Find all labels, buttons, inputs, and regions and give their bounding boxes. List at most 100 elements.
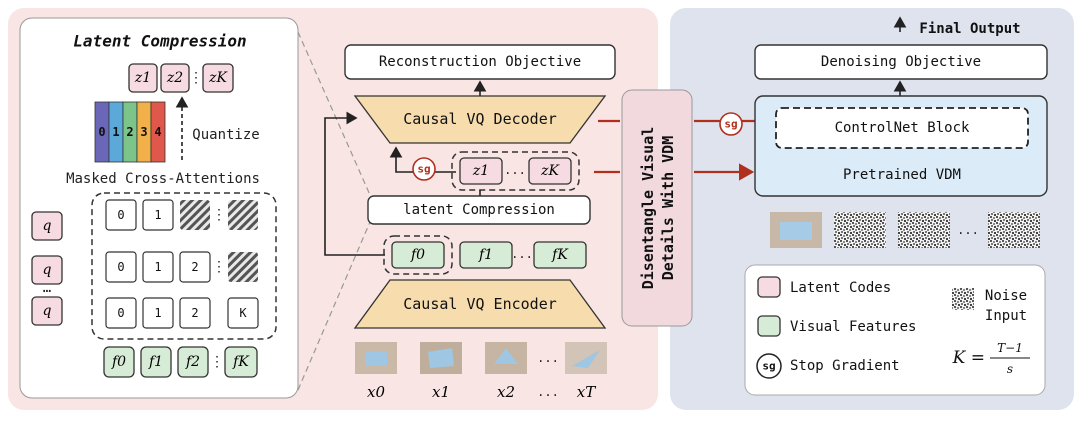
query-token-1 <box>31 211 63 241</box>
paper-sheet-x1 <box>428 348 454 368</box>
causal-vq-decoder <box>353 95 607 144</box>
codebook-entry-4 <box>150 101 166 163</box>
controlnet-block <box>775 107 1029 149</box>
mask-row-ellipsis: ⋮ <box>212 207 226 223</box>
formula-lhs: K = <box>952 348 985 368</box>
codebook-digit-0: 0 <box>98 125 105 139</box>
zoom-line-bottom <box>297 221 371 391</box>
legend-stop-gradient-icon <box>756 353 782 379</box>
center-fk-text: fK <box>551 247 569 263</box>
center-zk-token <box>528 157 572 185</box>
mask-cell <box>142 297 174 329</box>
masked-cross-attentions-label: Masked Cross-Attentions <box>66 171 260 187</box>
ellipsis-z: ⋮ <box>189 70 203 86</box>
z2-text: z2 <box>166 70 183 86</box>
disentangle-box <box>621 89 693 327</box>
noise-frame-3 <box>988 212 1040 248</box>
formula-denominator: s <box>1007 362 1013 376</box>
encoder-label: Causal VQ Encoder <box>403 295 557 313</box>
skip-connection-arrow <box>324 111 385 256</box>
disentangle-label-line2: Details With VDM <box>659 136 677 281</box>
frame-x0-label: x0 <box>367 383 385 401</box>
f0-text: f0 <box>111 354 126 370</box>
legend-stop-gradient-label: Stop Gradient <box>790 358 900 374</box>
center-fk-token <box>533 241 587 269</box>
ellipsis-f-left: ⋮ <box>210 354 224 370</box>
decoder-label: Causal VQ Decoder <box>403 110 557 128</box>
reconstruction-objective-box <box>344 44 616 80</box>
pretrained-vdm-label: Pretrained VDM <box>843 167 961 183</box>
mask-cell-label: 2 <box>191 306 198 320</box>
fk-text: fK <box>232 354 250 370</box>
query-token-3 <box>31 296 63 326</box>
z1-text: z1 <box>134 70 151 86</box>
mask-cell <box>179 251 211 283</box>
f0-token <box>103 346 135 378</box>
mask-cell <box>142 199 174 231</box>
codebook-digit-1: 1 <box>112 125 119 139</box>
f2-text: f2 <box>185 354 200 370</box>
mask-cell <box>227 297 259 329</box>
legend-visual-features-swatch <box>757 315 781 337</box>
controlnet-label: ControlNet Block <box>835 120 970 136</box>
codebook-digit-3: 3 <box>140 125 147 139</box>
legend-noise-line1: Noise <box>985 288 1027 304</box>
sg-to-decoder-arrow <box>389 146 456 173</box>
paper-plane-xT <box>572 350 600 368</box>
zk-text: zK <box>208 70 228 86</box>
ellipsis-center-f: ... <box>511 247 533 261</box>
center-z1-token <box>459 157 503 185</box>
masked-cell <box>228 200 258 230</box>
f1-token <box>140 346 172 378</box>
legend-noise-swatch <box>952 288 974 310</box>
mask-cell <box>142 251 174 283</box>
causal-vq-encoder <box>353 279 607 329</box>
center-f1-token <box>459 241 513 269</box>
f2-token <box>177 346 209 378</box>
center-zk-text: zK <box>540 163 560 179</box>
ellipsis-q: … <box>43 280 51 296</box>
legend-noise-line2: Input <box>985 308 1027 324</box>
latent-codes-group <box>451 151 580 191</box>
reconstruction-objective-label: Reconstruction Objective <box>379 54 581 70</box>
center-f0-text: f0 <box>410 247 425 263</box>
ellipsis-frame-labels: ... <box>537 385 559 399</box>
mask-cell <box>105 199 137 231</box>
noise-frame-1 <box>834 212 886 248</box>
mask-cell-label: K <box>239 306 247 320</box>
denoising-objective-box <box>754 44 1048 80</box>
mask-cell-label: 1 <box>154 208 161 222</box>
latent-compression-box-label: latent Compression <box>403 202 555 218</box>
codebook-digit-2: 2 <box>126 125 133 139</box>
masked-cell <box>180 200 210 230</box>
mask-cell <box>105 297 137 329</box>
ellipsis-center-z: ... <box>504 163 526 177</box>
center-z1-text: z1 <box>472 163 489 179</box>
z2-token <box>160 63 190 93</box>
legend-latent-codes-swatch <box>757 276 781 298</box>
final-output-label: Final Output <box>919 21 1020 37</box>
right-stop-gradient-icon <box>719 112 743 136</box>
query-token-2 <box>31 255 63 285</box>
stop-gradient-text: sg <box>417 163 430 176</box>
right-stop-gradient-text: sg <box>724 118 737 131</box>
center-f0-token <box>391 241 445 269</box>
mask-cell-label: 1 <box>154 306 161 320</box>
latent-compression-title: Latent Compression <box>73 32 246 51</box>
input-frames <box>355 342 607 374</box>
f0-group <box>383 235 453 275</box>
mask-cell-label: 0 <box>117 208 124 222</box>
legend-visual-features-label: Visual Features <box>790 319 916 335</box>
legend-latent-codes-label: Latent Codes <box>790 280 891 296</box>
stop-gradient-icon <box>412 157 436 181</box>
query-text-3: q <box>43 303 52 319</box>
fk-token <box>224 346 258 378</box>
mask-cell <box>179 297 211 329</box>
masked-cell <box>228 252 258 282</box>
paper-sheet-x2 <box>494 348 518 364</box>
mask-cell <box>105 251 137 283</box>
formula-numerator: T−1 <box>997 341 1023 355</box>
f1-text: f1 <box>148 354 163 370</box>
